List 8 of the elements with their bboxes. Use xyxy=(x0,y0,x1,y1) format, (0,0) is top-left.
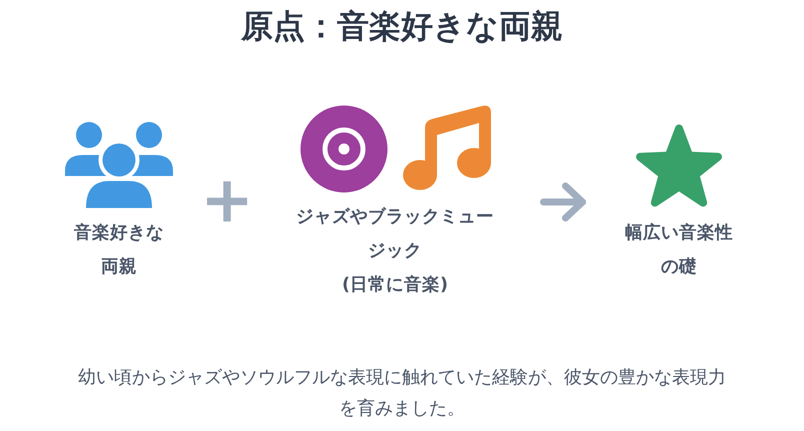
title: 原点：音楽好きな両親 xyxy=(240,6,564,46)
arrow xyxy=(540,182,586,222)
node-label: 音楽好きな両親 xyxy=(73,222,165,279)
node-label: ジャズやブラックミュージック xyxy=(295,206,495,263)
plus-sign: + xyxy=(200,168,254,233)
node-label: (日常に音楽) xyxy=(342,274,448,297)
node-label: 幅広い音楽性の礎 xyxy=(624,222,734,279)
caption: 幼い頃からジャズやソウルフルな表現に触れていた経験が、彼女の豊かな表現力を育みました。 xyxy=(77,366,727,421)
